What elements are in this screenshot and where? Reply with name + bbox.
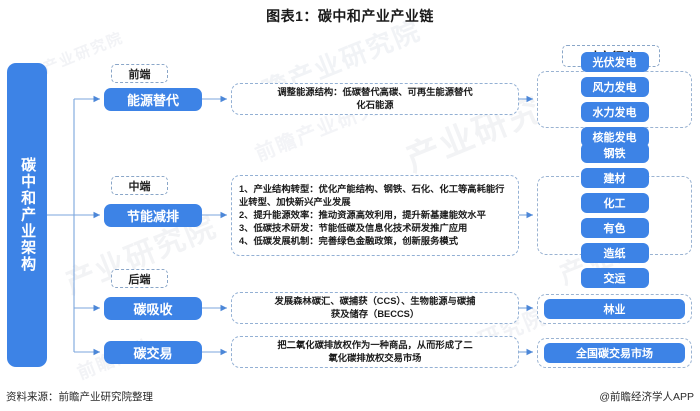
sector-chip[interactable]: 水力发电 <box>580 102 649 122</box>
sector-chip[interactable]: 全国碳交易市场 <box>544 343 685 363</box>
sector-group-industry: 钢铁 建材 化工 有色 造纸 交运 <box>537 143 692 288</box>
description-carbon-trading: 把二氧化碳排放权作为一种商品，从而形成了二 氧化碳排放权交易市场 <box>231 336 519 368</box>
stage-node-carbon-trading[interactable]: 碳交易 <box>104 341 202 364</box>
source-note: 资料来源：前瞻产业研究院整理 <box>6 391 153 403</box>
description-line: 3、低碳技术研发：节能低碳及信息化技术研发推广应用 <box>239 223 468 234</box>
sector-chip[interactable]: 光伏发电 <box>580 52 649 72</box>
sector-chip[interactable]: 交运 <box>580 268 649 288</box>
stage-node-energy-saving[interactable]: 节能减排 <box>104 204 202 227</box>
description-line: 把二氧化碳排放权作为一种商品，从而形成了二 <box>277 339 473 350</box>
sector-chip[interactable]: 核能发电 <box>580 127 649 147</box>
stage-node-label: 碳交易 <box>133 346 173 361</box>
page-title: 图表1：碳中和产业产业链 <box>266 8 434 24</box>
stage-node-carbon-absorption[interactable]: 碳吸收 <box>104 297 202 320</box>
description-line: 4、低碳发展机制：完善绿色金融政策，创新服务模式 <box>239 236 458 247</box>
sector-group-forestry: 林业 <box>537 294 692 324</box>
description-carbon-absorption: 发展森林碳汇、碳捕获（CCS）、生物能源与碳捕 获及储存（BECCS） <box>231 292 519 324</box>
description-line: 获及储存（BECCS） <box>330 309 420 319</box>
sector-chip[interactable]: 化工 <box>580 193 649 213</box>
description-line: 化石能源 <box>356 100 394 110</box>
sector-chip[interactable]: 有色 <box>580 218 649 238</box>
description-energy-substitution: 调整能源结构：低碳替代高碳、可再生能源替代 化石能源 <box>231 83 519 115</box>
stage-node-label: 节能减排 <box>126 209 179 224</box>
credit-note: @前瞻经济学人APP <box>599 391 694 403</box>
description-line: 发展森林碳汇、碳捕获（CCS）、生物能源与碳捕 <box>274 295 476 306</box>
root-node-label: 碳中和产业架构 <box>19 157 37 273</box>
sector-chip[interactable]: 风力发电 <box>580 77 649 97</box>
description-line: 2、提升能源效率：推动资源高效利用，提升新基建能效水平 <box>239 209 486 220</box>
description-energy-saving: 1、产业结构转型：优化产能结构、钢铁、石化、化工等高耗能行业转型、加快新兴产业发… <box>231 175 519 256</box>
description-line: 调整能源结构：低碳替代高碳、可再生能源替代 <box>277 86 473 97</box>
sector-chip[interactable]: 林业 <box>544 299 685 319</box>
stage-node-label: 碳吸收 <box>133 302 173 317</box>
root-node[interactable]: 碳中和产业架构 <box>7 63 47 367</box>
sector-chip[interactable]: 造纸 <box>580 243 649 263</box>
description-line: 氧化碳排放权交易市场 <box>328 353 422 363</box>
stage-tag-middle: 中端 <box>111 176 168 195</box>
stage-node-label: 能源替代 <box>126 93 179 108</box>
sector-chip[interactable]: 钢铁 <box>580 143 649 163</box>
description-line: 1、产业结构转型：优化产能结构、钢铁、石化、化工等高耗能行业转型、加快新兴产业发… <box>239 183 505 207</box>
stage-tag-front: 前端 <box>111 64 168 83</box>
sector-group-carbon-market: 全国碳交易市场 <box>537 338 692 368</box>
stage-node-energy-substitution[interactable]: 能源替代 <box>104 88 202 111</box>
sector-chip[interactable]: 建材 <box>580 168 649 188</box>
stage-tag-back: 后端 <box>111 269 168 288</box>
sector-group-energy: 光伏发电 风力发电 水力发电 核能发电 <box>537 52 692 147</box>
